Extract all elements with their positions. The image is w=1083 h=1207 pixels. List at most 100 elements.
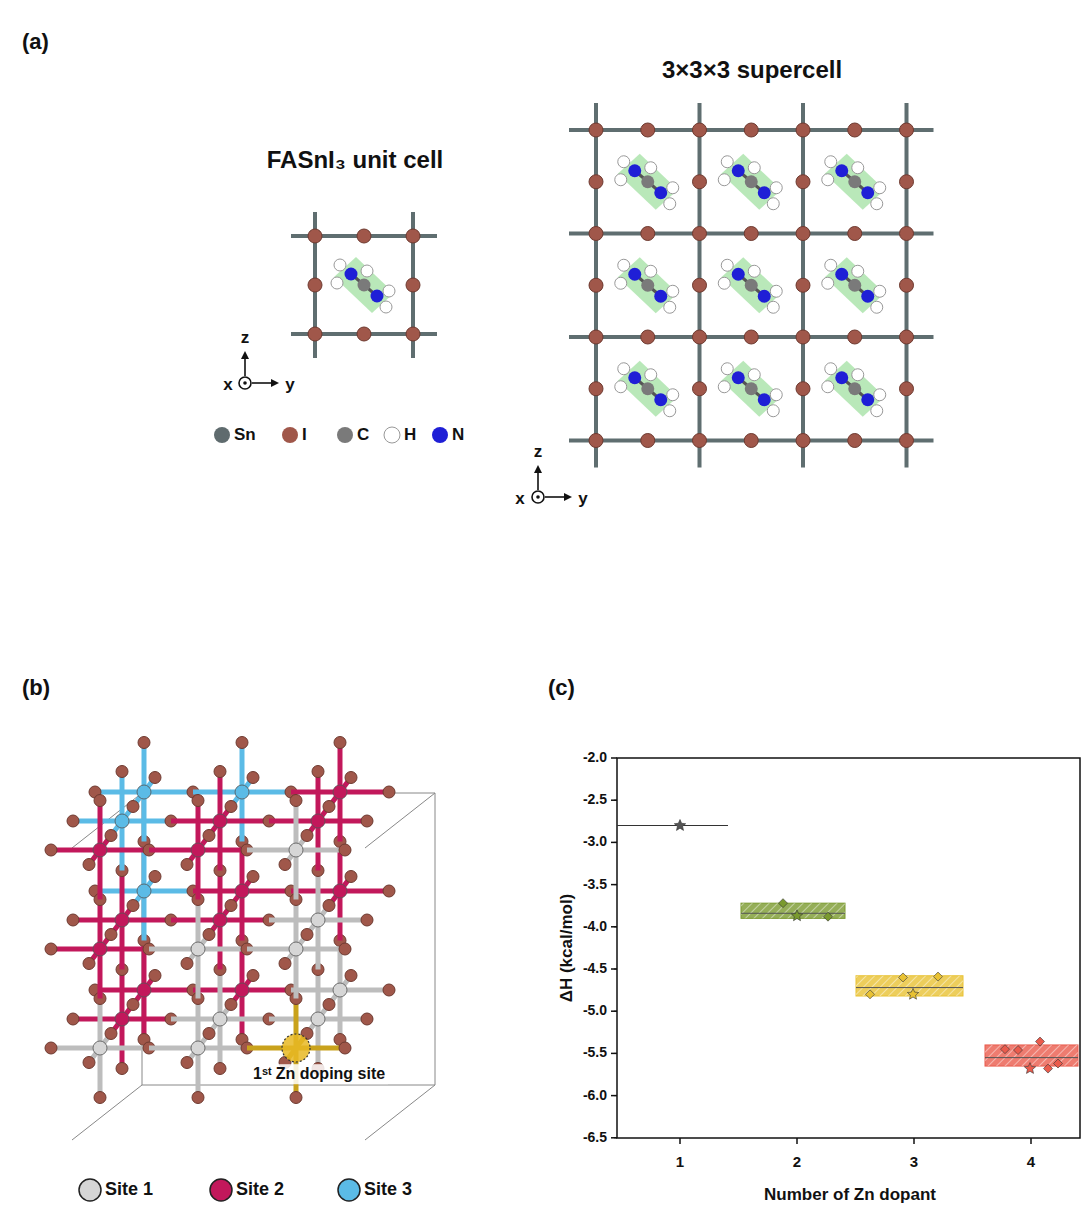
sn-i-bond bbox=[120, 871, 125, 921]
sn-i-bond bbox=[316, 1019, 321, 1069]
iodine-atom bbox=[105, 830, 117, 842]
iodine-atom bbox=[589, 330, 603, 344]
iodine-atom bbox=[247, 772, 259, 784]
iodine-atom bbox=[796, 382, 810, 396]
iodine-atom bbox=[247, 970, 259, 982]
sn-atom bbox=[137, 884, 151, 898]
sn-i-bond bbox=[120, 821, 125, 871]
figure-label: z bbox=[241, 329, 250, 348]
art-line bbox=[142, 1085, 435, 1086]
h-atom bbox=[615, 277, 627, 289]
iodine-atom bbox=[641, 227, 655, 241]
tick bbox=[611, 799, 617, 801]
art-circle bbox=[532, 491, 544, 503]
h-atom bbox=[331, 277, 343, 289]
tick-label: -4.5 bbox=[583, 961, 607, 976]
iodine-atom bbox=[279, 958, 291, 970]
h-atom bbox=[645, 369, 657, 381]
figure-label: (b) bbox=[22, 676, 50, 700]
iodine-atom bbox=[67, 914, 79, 926]
art-circle bbox=[536, 495, 540, 499]
iodine-atom bbox=[361, 1013, 373, 1025]
fa-molecule bbox=[615, 154, 679, 210]
h-atom bbox=[748, 162, 760, 174]
h-atom bbox=[645, 265, 657, 277]
h-atom bbox=[721, 363, 733, 375]
sn-atom bbox=[213, 814, 227, 828]
axis-title: Number of Zn dopant bbox=[764, 1186, 936, 1205]
iodine-atom bbox=[693, 382, 707, 396]
iodine-atom bbox=[236, 737, 248, 749]
figure-label: y bbox=[285, 376, 294, 395]
tick bbox=[1030, 1138, 1032, 1144]
h-atom bbox=[767, 405, 779, 417]
star-marker bbox=[674, 820, 685, 831]
h-atom bbox=[618, 363, 630, 375]
iodine-atom bbox=[744, 123, 758, 137]
diamond-marker bbox=[866, 990, 875, 999]
sn-i-bond bbox=[142, 891, 147, 941]
h-atom bbox=[615, 174, 627, 186]
iodine-atom bbox=[94, 1092, 106, 1104]
iodine-atom bbox=[67, 1013, 79, 1025]
iodine-atom bbox=[308, 229, 322, 243]
h-atom bbox=[748, 369, 760, 381]
iodine-atom bbox=[848, 434, 862, 448]
plot-frame bbox=[617, 758, 1080, 1138]
iodine-atom bbox=[192, 1092, 204, 1104]
iodine-atom bbox=[339, 844, 351, 856]
iodine-atom bbox=[900, 434, 914, 448]
art-circle bbox=[239, 377, 251, 389]
sn-atom bbox=[191, 843, 205, 857]
sn-atom bbox=[191, 1041, 205, 1055]
iodine-atom bbox=[796, 227, 810, 241]
h-atom bbox=[721, 156, 733, 168]
n-atom bbox=[835, 371, 848, 384]
sn-i-bond bbox=[98, 1048, 103, 1098]
iodine-atom bbox=[361, 914, 373, 926]
iodine-atom bbox=[900, 123, 914, 137]
iodine-atom bbox=[345, 871, 357, 883]
art-line bbox=[537, 471, 539, 490]
figure-label: y bbox=[578, 490, 587, 509]
fa-molecule bbox=[822, 361, 886, 417]
c-atom bbox=[641, 175, 654, 188]
tick bbox=[611, 926, 617, 928]
n-atom bbox=[345, 268, 358, 281]
c-atom bbox=[745, 175, 758, 188]
iodine-atom bbox=[225, 900, 237, 912]
sn-i-bond bbox=[196, 850, 201, 900]
h-atom bbox=[718, 277, 730, 289]
iodine-atom bbox=[589, 175, 603, 189]
tick bbox=[913, 1138, 915, 1144]
n-atom bbox=[628, 268, 641, 281]
sn-i-bond bbox=[240, 792, 245, 842]
legend-swatch bbox=[79, 1179, 101, 1201]
art-line bbox=[435, 793, 436, 1085]
tick-label: 3 bbox=[910, 1154, 918, 1171]
figure-label: 3×3×3 supercell bbox=[662, 57, 842, 83]
iodine-atom bbox=[589, 227, 603, 241]
sn-i-bond bbox=[98, 900, 103, 950]
diamond-marker bbox=[1054, 1059, 1063, 1068]
sn-i-bond bbox=[240, 891, 245, 941]
h-atom bbox=[718, 381, 730, 393]
legend-text: Site 2 bbox=[236, 1180, 284, 1200]
iodine-atom bbox=[301, 830, 313, 842]
sn-i-bond bbox=[218, 871, 223, 921]
h-atom bbox=[748, 265, 760, 277]
n-atom bbox=[654, 393, 667, 406]
art-polygon bbox=[534, 465, 542, 473]
n-atom bbox=[654, 290, 667, 303]
h-atom bbox=[874, 285, 886, 297]
iodine-atom bbox=[308, 278, 322, 292]
h-atom bbox=[852, 162, 864, 174]
legend-swatch bbox=[384, 427, 400, 443]
sn-atom bbox=[311, 814, 325, 828]
tick-label: -5.0 bbox=[583, 1003, 607, 1018]
iodine-atom bbox=[693, 123, 707, 137]
diamond-marker bbox=[1014, 1046, 1023, 1055]
tick bbox=[611, 1010, 617, 1012]
tick bbox=[611, 1137, 617, 1139]
iodine-atom bbox=[641, 434, 655, 448]
